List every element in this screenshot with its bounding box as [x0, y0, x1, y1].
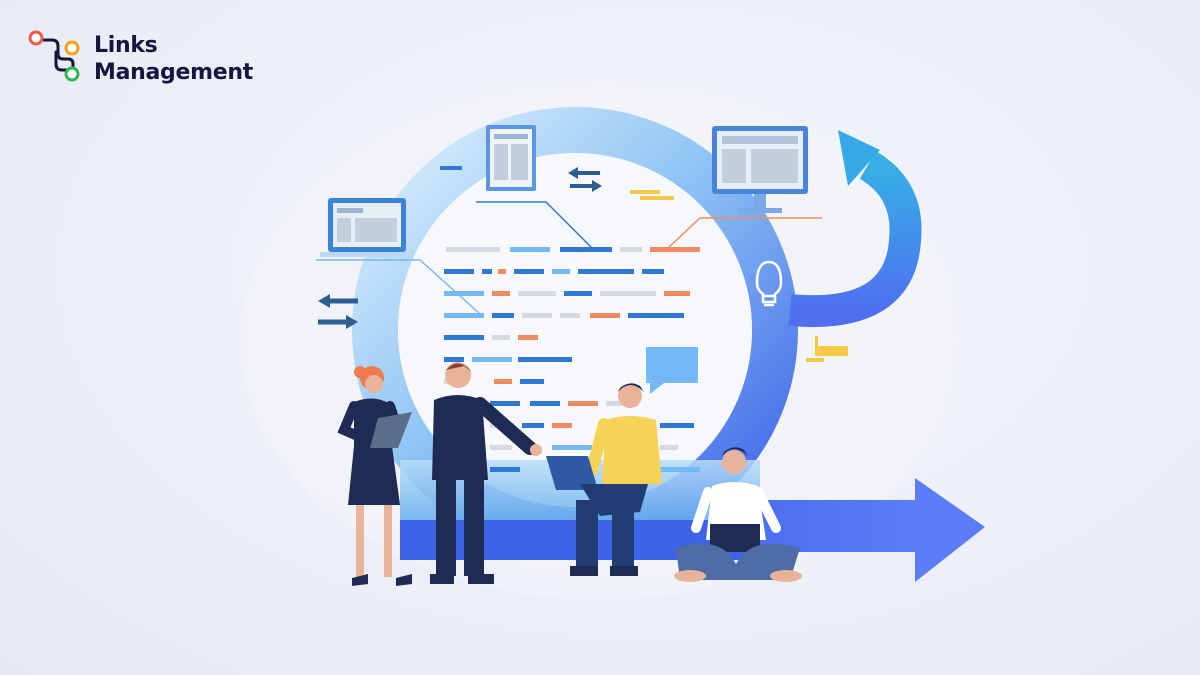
accent-dash: [440, 166, 462, 170]
chat-bubble-icon: [646, 347, 698, 394]
man-sitting-cross-legged: [674, 447, 802, 582]
laptop-icon: [320, 198, 414, 257]
curved-arrow-icon: [788, 130, 922, 328]
woman-with-tablet: [337, 366, 412, 586]
man-pointing: [430, 362, 542, 584]
brand-name: Links Management: [94, 32, 253, 86]
brand-logo[interactable]: Links Management: [28, 28, 253, 90]
brand-name-line2: Management: [94, 60, 253, 85]
route-nodes-icon: [28, 30, 80, 82]
document-icon: [486, 125, 536, 191]
right-arrow-icon: [760, 478, 985, 582]
code-lines: [444, 247, 700, 472]
monitor-icon: [712, 126, 808, 213]
yellow-marker: [630, 190, 674, 200]
lightbulb-icon: [755, 260, 783, 307]
yellow-marker-right: [806, 336, 848, 362]
swap-arrows-icon-left: [318, 294, 358, 329]
brand-name-line1: Links: [94, 33, 158, 58]
swap-arrows-icon: [568, 167, 602, 192]
man-with-laptop: [546, 383, 662, 576]
